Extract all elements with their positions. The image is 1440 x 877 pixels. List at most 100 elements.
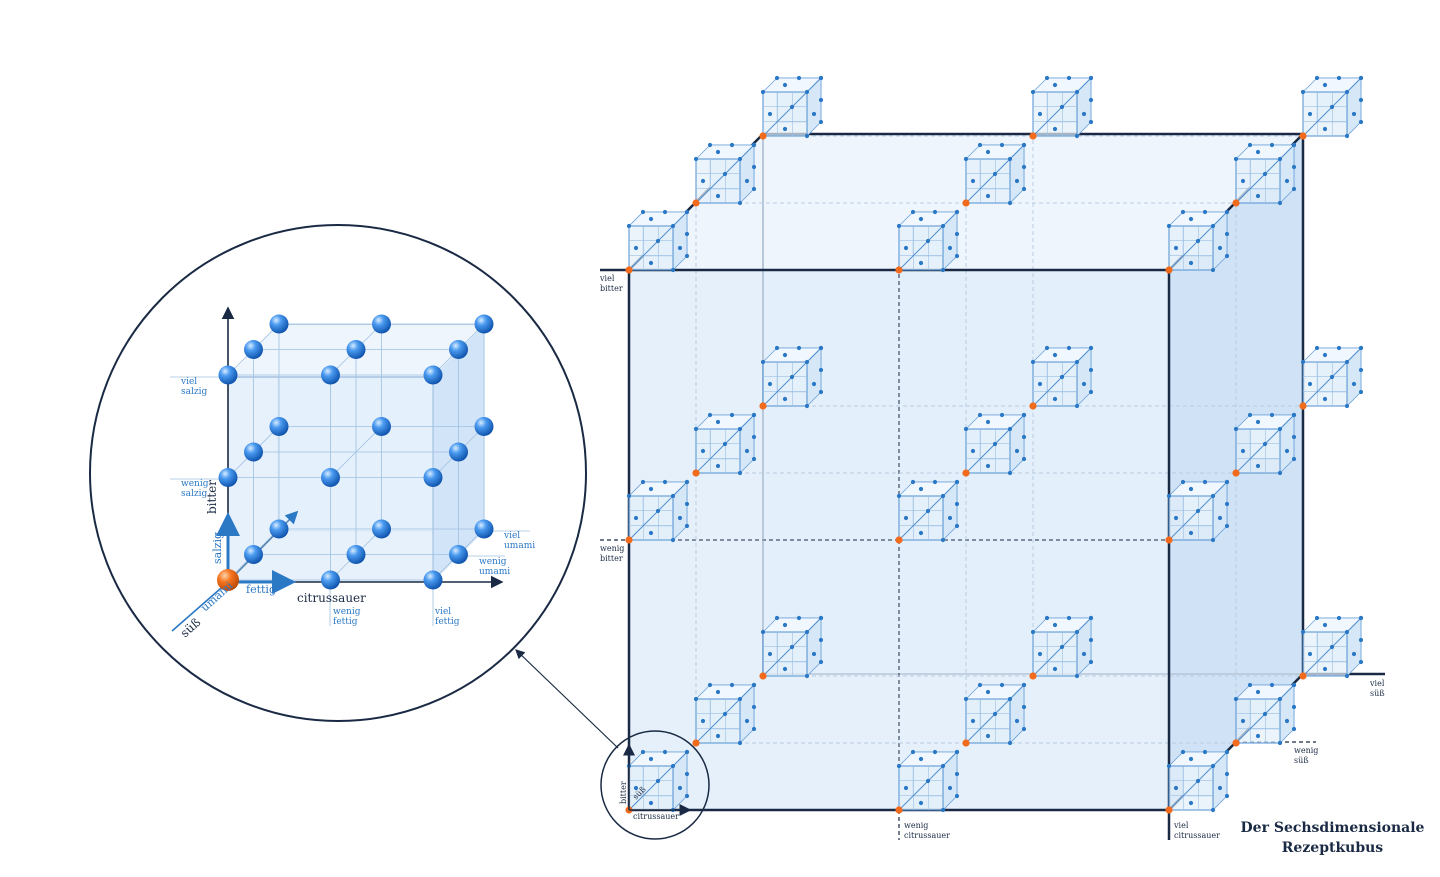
- origin-sphere: [217, 569, 239, 591]
- node-marker: [1029, 672, 1037, 680]
- zoom-label-viel-umami-1: viel: [503, 531, 520, 541]
- title-line-1: Der Sechsdimensionale: [1240, 820, 1425, 836]
- label-wenig-citrussauer-1: wenig: [904, 821, 928, 830]
- node-marker: [962, 199, 970, 207]
- zoom-sphere: [372, 314, 391, 334]
- zoom-sphere: [346, 545, 366, 564]
- zoom-sphere: [346, 340, 366, 359]
- zoom-label-citrussauer: citrussauer: [297, 591, 366, 605]
- node-marker: [1232, 199, 1240, 207]
- zoom-sphere: [474, 519, 494, 539]
- node-marker: [1299, 672, 1307, 680]
- node-marker: [692, 739, 700, 747]
- node-marker: [1029, 132, 1037, 140]
- zoom-sphere: [449, 442, 468, 462]
- node-marker: [759, 132, 767, 140]
- mini-cube: [1233, 412, 1297, 476]
- mini-cube: [963, 142, 1027, 206]
- node-marker: [759, 672, 767, 680]
- zoom-label-wenig-salzig-1: wenig: [181, 479, 209, 489]
- mini-cube: [626, 209, 690, 273]
- zoom-label-viel-salzig-2: salzig: [181, 387, 207, 397]
- node-marker: [895, 806, 903, 814]
- diagram-title: Der Sechsdimensionale Rezeptkubus: [1240, 818, 1425, 858]
- zoom-sphere: [423, 365, 443, 385]
- zoom-sphere: [321, 468, 340, 487]
- label-wenig-suess-1: wenig: [1294, 746, 1318, 755]
- zoom-sphere: [269, 519, 289, 539]
- label-wenig-bitter-2: bitter: [600, 554, 623, 563]
- mini-cube-grid: [626, 75, 1364, 813]
- zoom-label-wenig-salzig-2: salzig: [181, 489, 207, 499]
- node-marker: [1232, 739, 1240, 747]
- node-marker: [1299, 402, 1307, 410]
- zoom-label-wenig-fettig-2: fettig: [333, 617, 358, 627]
- node-marker: [895, 536, 903, 544]
- mini-cube: [1300, 615, 1364, 679]
- zoom-sphere: [321, 570, 340, 590]
- node-marker: [1165, 806, 1173, 814]
- node-marker: [1299, 132, 1307, 140]
- zoom-label-wenig-fettig-1: wenig: [333, 607, 361, 617]
- mini-cube: [760, 615, 824, 679]
- node-marker: [759, 402, 767, 410]
- mini-cube: [626, 749, 690, 813]
- zoom-sphere: [244, 442, 263, 462]
- mini-cube: [896, 209, 960, 273]
- label-viel-suess-1: viel: [1369, 679, 1385, 688]
- zoom-sphere: [372, 417, 391, 436]
- label-viel-bitter-2: bitter: [600, 284, 623, 293]
- node-marker: [1232, 469, 1240, 477]
- node-marker: [1165, 536, 1173, 544]
- mini-cube: [693, 682, 757, 746]
- small-label-bitter: bitter: [619, 781, 628, 804]
- node-marker: [1029, 402, 1037, 410]
- mini-cube: [1030, 615, 1094, 679]
- zoom-sphere: [474, 417, 494, 436]
- origin-highlight-circle: [600, 730, 710, 840]
- label-viel-citrussauer-2: citrussauer: [1174, 831, 1220, 840]
- mini-cube: [896, 749, 960, 813]
- mini-cube: [1166, 749, 1230, 813]
- mini-cube: [1030, 345, 1094, 409]
- mini-cube: [1233, 682, 1297, 746]
- zoom-label-fettig: fettig: [246, 583, 276, 596]
- zoom-sphere: [321, 365, 340, 385]
- zoom-sphere: [449, 340, 468, 359]
- mini-cube: [963, 682, 1027, 746]
- mini-cube: [693, 142, 757, 206]
- mini-cube: [896, 479, 960, 543]
- title-line-2: Rezeptkubus: [1281, 840, 1384, 856]
- zoom-sphere: [269, 417, 289, 436]
- zoom-label-bitter: bitter: [205, 480, 219, 514]
- zoom-sphere: [218, 468, 238, 487]
- node-marker: [692, 469, 700, 477]
- zoom-label-viel-fettig-2: fettig: [435, 617, 460, 627]
- zoom-sphere: [449, 545, 468, 564]
- mini-cube: [1300, 345, 1364, 409]
- small-label-citrussauer: citrussauer: [633, 812, 679, 821]
- node-marker: [962, 469, 970, 477]
- mini-cube: [1030, 75, 1094, 139]
- zoom-sphere: [269, 314, 289, 334]
- mini-cube: [1300, 75, 1364, 139]
- node-marker: [962, 739, 970, 747]
- node-marker: [692, 199, 700, 207]
- mini-cube: [1166, 479, 1230, 543]
- label-viel-citrussauer-1: viel: [1173, 821, 1189, 830]
- zoom-label-viel-umami-2: umami: [504, 541, 535, 551]
- zoom-connector-arrow: [515, 649, 619, 749]
- label-viel-suess-2: süß: [1370, 689, 1385, 698]
- node-marker: [625, 266, 633, 274]
- label-wenig-suess-2: süß: [1294, 756, 1309, 765]
- node-marker: [895, 266, 903, 274]
- mini-cube: [1233, 142, 1297, 206]
- zoom-sphere: [474, 314, 494, 334]
- zoom-sphere: [372, 519, 391, 539]
- mini-cube: [760, 345, 824, 409]
- big-cube-labels: viel bitter wenig bitter viel süß wenig …: [599, 274, 1385, 840]
- zoom-sphere: [244, 545, 263, 564]
- label-viel-bitter-1: viel: [599, 274, 615, 283]
- mini-cube: [1166, 209, 1230, 273]
